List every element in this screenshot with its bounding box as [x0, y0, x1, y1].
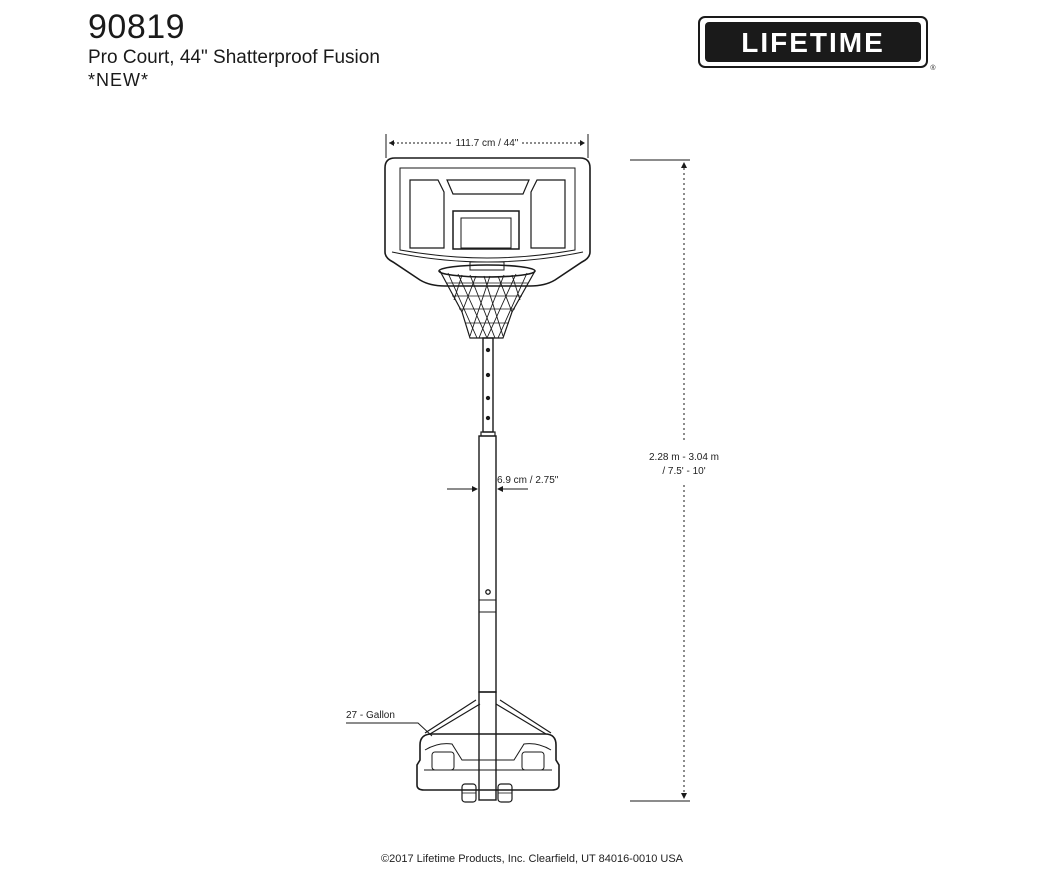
lifetime-logo: LIFETIME ®	[698, 16, 936, 71]
height-imperial-label: / 7.5' - 10'	[662, 466, 705, 477]
logo-wordmark: LIFETIME	[741, 27, 885, 58]
backboard-width-label: 111.7 cm / 44"	[456, 138, 519, 149]
new-badge: *NEW*	[88, 70, 150, 90]
height-metric-label: 2.28 m - 3.04 m	[649, 452, 719, 463]
base-capacity-label: 27 - Gallon	[346, 710, 395, 721]
trademark-mark: ®	[930, 64, 936, 71]
model-number: 90819	[88, 8, 186, 46]
pole-diameter-label: 6.9 cm / 2.75"	[497, 475, 559, 486]
product-name: Pro Court, 44" Shatterproof Fusion	[88, 47, 380, 68]
copyright-footer: ©2017 Lifetime Products, Inc. Clearfield…	[380, 853, 683, 865]
